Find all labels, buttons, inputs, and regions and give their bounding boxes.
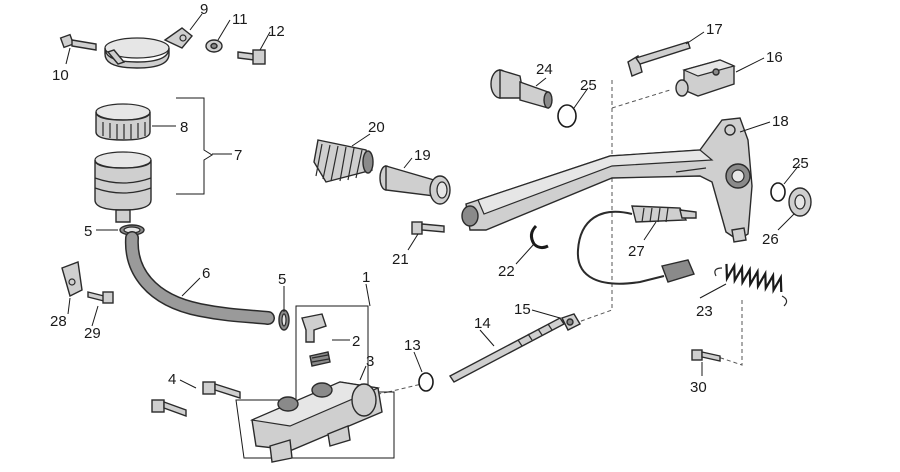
hose-clip-upper — [119, 224, 145, 236]
callout-27: 27 — [628, 243, 645, 260]
bolt-4-upper — [202, 381, 241, 399]
callout-26: 26 — [762, 231, 779, 248]
callout-3: 3 — [366, 353, 374, 370]
o-ring-13 — [418, 372, 434, 392]
o-ring-25-lower — [770, 182, 786, 202]
callout-19: 19 — [414, 147, 431, 164]
callout-16: 16 — [766, 49, 783, 66]
callout-23: 23 — [696, 303, 713, 320]
peg-shaft-19 — [379, 165, 451, 205]
screw-12 — [237, 49, 266, 65]
bolt-21 — [411, 221, 445, 235]
callout-28: 28 — [50, 313, 67, 330]
footpeg-rubber-20 — [313, 139, 374, 183]
callout-29: 29 — [84, 325, 101, 342]
callout-4: 4 — [168, 371, 176, 388]
clevis-16 — [675, 59, 736, 97]
hose-bracket-28 — [61, 261, 83, 298]
screw-29 — [87, 291, 114, 304]
brake-light-switch-27 — [576, 205, 697, 285]
callout-11: 11 — [232, 11, 248, 28]
callout-25-upper: 25 — [580, 77, 597, 94]
group-box-1 — [235, 305, 395, 459]
callout-15: 15 — [514, 301, 531, 318]
washer-11 — [205, 39, 223, 53]
callout-leader-lines — [65, 13, 801, 389]
callout-12: 12 — [268, 23, 285, 40]
washer-26 — [788, 187, 812, 217]
callout-7: 7 — [234, 147, 242, 164]
nut-15 — [561, 313, 581, 331]
callout-17: 17 — [706, 21, 723, 38]
callout-13: 13 — [404, 337, 421, 354]
callout-5-upper: 5 — [84, 223, 92, 240]
push-rod-14 — [448, 317, 566, 383]
callout-5-lower: 5 — [278, 271, 286, 288]
callout-9: 9 — [200, 1, 208, 18]
reservoir-cap — [95, 103, 151, 141]
callout-24: 24 — [536, 61, 553, 78]
hose-fitting-2 — [301, 313, 331, 367]
callout-21: 21 — [392, 251, 409, 268]
fluid-reservoir — [94, 151, 152, 223]
callout-8: 8 — [180, 119, 188, 136]
callout-14: 14 — [474, 315, 491, 332]
brake-pedal-arm — [461, 117, 753, 243]
bolt-10 — [59, 33, 97, 51]
reservoir-clamp — [104, 27, 193, 69]
callout-1: 1 — [362, 269, 370, 286]
callout-25-lower: 25 — [792, 155, 809, 172]
bracket-7 — [176, 97, 213, 195]
callout-2: 2 — [352, 333, 360, 350]
callout-20: 20 — [368, 119, 385, 136]
callout-10: 10 — [52, 67, 69, 84]
master-cylinder — [249, 381, 383, 463]
pin-17 — [627, 41, 691, 77]
callout-30: 30 — [690, 379, 707, 396]
callout-6: 6 — [202, 265, 210, 282]
callout-22: 22 — [498, 263, 515, 280]
bolt-30 — [691, 349, 721, 362]
pivot-pin-24 — [490, 69, 553, 109]
callout-labels: 1 2 3 4 5 5 6 7 8 9 10 11 12 13 14 15 16… — [50, 1, 809, 396]
fluid-hose-fill — [126, 232, 274, 324]
hose-clip-lower — [278, 309, 290, 331]
o-ring-25-upper — [557, 104, 577, 128]
bolt-4-lower — [151, 399, 187, 417]
callout-18: 18 — [772, 113, 789, 130]
return-spring-23 — [714, 261, 788, 307]
